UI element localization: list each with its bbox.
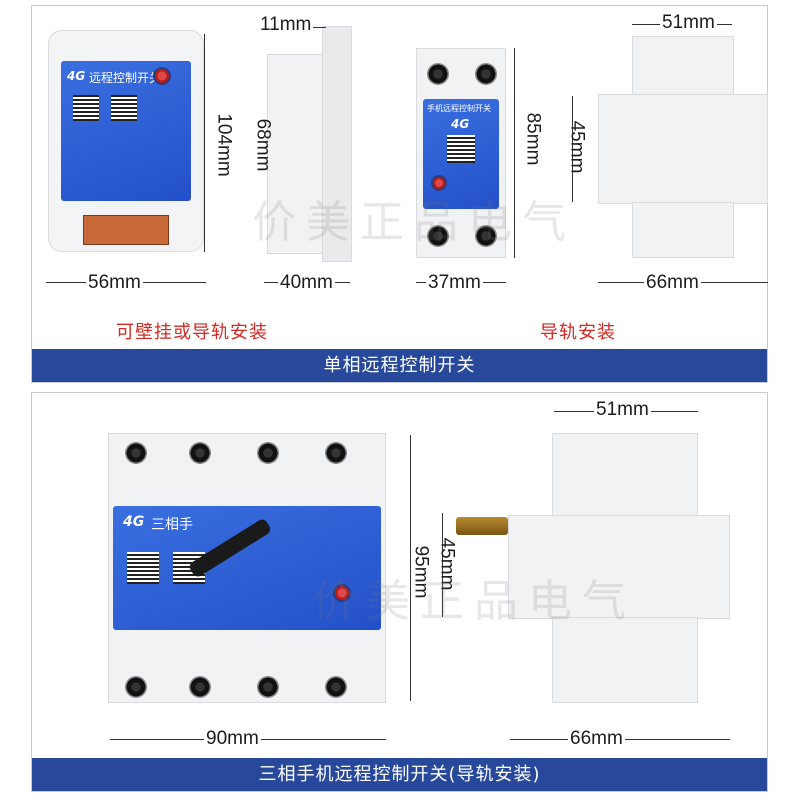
screw bbox=[257, 676, 279, 698]
rail-side-body bbox=[598, 94, 768, 204]
rail-device-width: 37mm bbox=[426, 272, 483, 294]
wall-device-title: 远程控制开关 bbox=[89, 71, 162, 85]
three-phase-width: 90mm bbox=[204, 728, 261, 750]
rail-device-badge: 4G bbox=[451, 117, 470, 131]
rail-side-top: 51mm bbox=[660, 12, 717, 34]
rail-device-face: 手机远程控制开关 4G bbox=[423, 99, 499, 209]
qr-code bbox=[127, 552, 159, 584]
terminal-block bbox=[83, 215, 169, 245]
top-banner: 单相远程控制开关 bbox=[32, 349, 767, 382]
three-phase-side-bottom bbox=[552, 617, 698, 703]
screw bbox=[189, 442, 211, 464]
rail-device-title: 手机远程控制开关 bbox=[427, 104, 491, 113]
wall-side-width: 40mm bbox=[278, 272, 335, 294]
three-phase-side-body bbox=[508, 515, 730, 619]
rail-device-front: 手机远程控制开关 4G bbox=[416, 48, 506, 258]
screw bbox=[475, 63, 497, 85]
three-phase-front: 4G 三相手 bbox=[108, 433, 386, 703]
note-right: 导轨安装 bbox=[540, 322, 616, 343]
wall-device-face: 4G 远程控制开关 bbox=[61, 61, 191, 201]
mount-clip bbox=[322, 26, 352, 262]
three-phase-badge: 4G bbox=[123, 514, 145, 530]
wall-side-top: 11mm bbox=[258, 14, 314, 36]
three-phase-side-top bbox=[552, 433, 698, 517]
screw bbox=[427, 225, 449, 247]
three-phase-title: 三相手 bbox=[151, 517, 193, 533]
screw bbox=[475, 225, 497, 247]
watermark: 价美正品电气 bbox=[252, 197, 576, 248]
three-phase-side-top: 51mm bbox=[594, 399, 651, 421]
antenna-connector bbox=[456, 517, 508, 535]
wall-device-badge: 4G bbox=[67, 69, 86, 83]
qr-code bbox=[447, 135, 475, 163]
dim-line bbox=[514, 48, 515, 258]
rail-side-top bbox=[632, 36, 734, 96]
qr-code bbox=[73, 95, 99, 121]
power-button[interactable] bbox=[431, 175, 447, 191]
screw bbox=[325, 442, 347, 464]
screw bbox=[125, 676, 147, 698]
screw bbox=[257, 442, 279, 464]
watermark: 价美正品电气 bbox=[312, 576, 636, 627]
screw bbox=[325, 676, 347, 698]
dim-line bbox=[410, 435, 411, 701]
dim-line bbox=[442, 513, 443, 617]
rail-side-bottom bbox=[632, 202, 734, 258]
qr-code bbox=[111, 95, 137, 121]
wall-device-front: 4G 远程控制开关 bbox=[48, 30, 204, 252]
wall-side-height: 68mm bbox=[252, 118, 274, 172]
note-left: 可壁挂或导轨安装 bbox=[116, 322, 268, 343]
top-panel: 4G 远程控制开关 104mm 56mm 11mm 68mm 40mm 手机远程… bbox=[31, 5, 768, 383]
dim-line bbox=[572, 96, 573, 202]
dim-line bbox=[204, 34, 205, 252]
bottom-panel: 4G 三相手 95mm 90mm 51mm 45mm 66mm 价美正品电气 三… bbox=[31, 392, 768, 792]
three-phase-side-width: 66mm bbox=[568, 728, 625, 750]
bottom-banner: 三相手机远程控制开关(导轨安装) bbox=[32, 758, 767, 791]
wall-device-height: 104mm bbox=[213, 113, 235, 177]
power-button[interactable] bbox=[333, 584, 351, 602]
screw bbox=[125, 442, 147, 464]
power-button[interactable] bbox=[153, 67, 171, 85]
rail-side-height: 45mm bbox=[566, 120, 588, 174]
screw bbox=[189, 676, 211, 698]
wall-device-width: 56mm bbox=[86, 272, 143, 294]
rail-side-width: 66mm bbox=[644, 272, 701, 294]
rail-device-height: 85mm bbox=[522, 112, 544, 166]
screw bbox=[427, 63, 449, 85]
